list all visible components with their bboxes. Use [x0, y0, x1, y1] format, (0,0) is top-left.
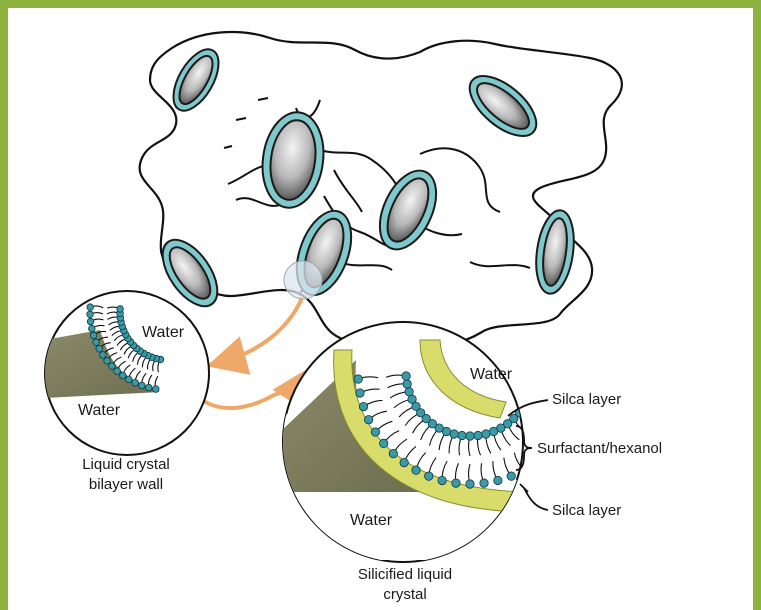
lipid-tail	[548, 421, 565, 432]
label-silicified-2: crystal	[320, 586, 490, 603]
label-liquid-crystal-2: bilayer wall	[56, 476, 196, 493]
lipid-head	[482, 430, 490, 438]
lipid-head	[438, 476, 446, 484]
lipid-head	[452, 479, 460, 487]
lipid-head	[145, 384, 152, 391]
lipid-head	[117, 306, 124, 313]
label-water-small-bottom: Water	[78, 402, 120, 419]
lipid-head	[152, 386, 159, 393]
lipid-head	[371, 428, 379, 436]
magnify-spot	[284, 261, 322, 299]
lipid-head	[405, 388, 413, 396]
lipid-head	[359, 402, 367, 410]
lipid-head	[532, 458, 540, 466]
lipid-head	[507, 472, 515, 480]
lipid-head	[88, 325, 95, 332]
lipid-head	[87, 304, 94, 311]
lipid-head	[87, 318, 94, 325]
lipid-head	[412, 466, 420, 474]
label-silica-top: Silca layer	[552, 391, 621, 408]
lipid-head	[458, 431, 466, 439]
lipid-head	[450, 430, 458, 438]
label-water-large-bottom: Water	[350, 512, 392, 529]
lipid-head	[425, 472, 433, 480]
lipid-head	[474, 431, 482, 439]
label-surfactant: Surfactant/hexanol	[537, 440, 662, 457]
lipid-head	[90, 332, 97, 339]
lipid-head	[403, 380, 411, 388]
label-silicified-1: Silicified liquid	[320, 566, 490, 583]
lipid-head	[380, 439, 388, 447]
lipid-head	[93, 339, 100, 346]
arrow-to-small-circle	[222, 298, 302, 362]
lipid-tail	[524, 406, 541, 417]
lipid-head	[104, 357, 111, 364]
small-inset-circle	[44, 291, 210, 455]
label-water-large-top: Water	[470, 366, 512, 383]
lipid-head	[356, 389, 364, 397]
lipid-head	[109, 363, 116, 370]
label-silica-bottom: Silca layer	[552, 502, 621, 519]
lipid-head	[126, 376, 133, 383]
lipid-head	[466, 480, 474, 488]
lipid-head	[139, 382, 146, 389]
lipid-head	[354, 375, 362, 383]
lipid-head	[400, 458, 408, 466]
label-water-small-top: Water	[142, 324, 184, 341]
lipid-head	[480, 479, 488, 487]
lipid-head	[402, 372, 410, 380]
lipid-head	[389, 449, 397, 457]
pointer-silica-bottom-tip	[520, 484, 528, 492]
lipid-head	[87, 311, 94, 318]
lipid-head	[364, 415, 372, 423]
lipid-head	[132, 379, 139, 386]
lipid-head	[494, 476, 502, 484]
lipid-head	[100, 352, 107, 359]
lipid-head	[114, 368, 121, 375]
lipid-head	[96, 345, 103, 352]
label-liquid-crystal-1: Liquid crystal	[56, 456, 196, 473]
lipid-head	[560, 428, 568, 436]
lipid-head	[489, 427, 497, 435]
large-inset-circle	[280, 322, 569, 562]
lipid-head	[119, 372, 126, 379]
arrow-to-large-circle	[202, 392, 302, 408]
lipid-head	[466, 432, 474, 440]
